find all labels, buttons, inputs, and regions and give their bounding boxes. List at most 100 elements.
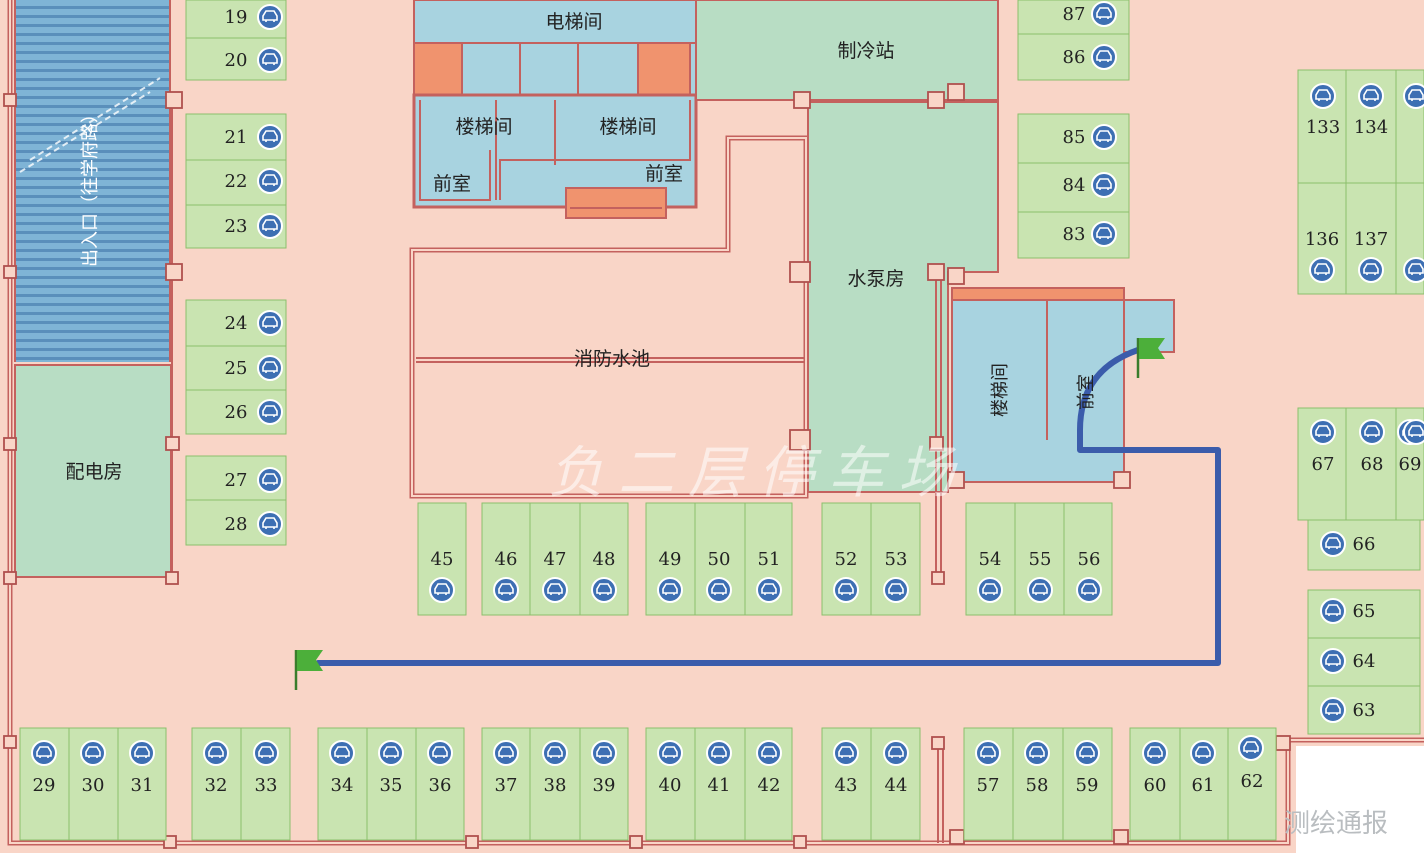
parking-space-number[interactable]: 85 bbox=[1063, 127, 1086, 148]
parking-car-icon bbox=[1074, 740, 1100, 766]
parking-car-icon bbox=[429, 577, 455, 603]
parking-space-number[interactable]: 52 bbox=[835, 549, 858, 570]
parking-space-number[interactable]: 65 bbox=[1353, 601, 1376, 622]
parking-space-number[interactable]: 32 bbox=[205, 775, 228, 796]
parking-space-number[interactable]: 19 bbox=[225, 7, 248, 28]
parking-space-number[interactable]: 34 bbox=[331, 775, 354, 796]
parking-space-number[interactable]: 26 bbox=[225, 402, 248, 423]
parking-car-icon bbox=[542, 577, 568, 603]
parking-space-number[interactable]: 46 bbox=[495, 549, 518, 570]
parking-car-icon bbox=[591, 740, 617, 766]
parking-space-number[interactable]: 87 bbox=[1063, 4, 1086, 25]
parking-car-icon bbox=[756, 577, 782, 603]
parking-space-number[interactable]: 50 bbox=[708, 549, 731, 570]
parking-space-number[interactable]: 84 bbox=[1063, 175, 1086, 196]
room-label-ramp: 出入口（往学府路） bbox=[80, 105, 101, 267]
parking-space-number[interactable]: 27 bbox=[225, 470, 248, 491]
parking-space-number[interactable]: 45 bbox=[431, 549, 454, 570]
parking-space-number[interactable]: 29 bbox=[33, 775, 56, 796]
parking-space-number[interactable]: 35 bbox=[380, 775, 403, 796]
perimeter-walls bbox=[7, 0, 1424, 846]
parking-space-number[interactable]: 41 bbox=[708, 775, 731, 796]
parking-spaces: 19 20 21 22 23 24 25 26 27 28 87 86 85 84 83 66 65 64 63 45… bbox=[31, 1, 1424, 796]
parking-space-number[interactable]: 42 bbox=[758, 775, 781, 796]
parking-space-number[interactable]: 20 bbox=[225, 50, 248, 71]
parking-space-number[interactable]: 86 bbox=[1063, 47, 1086, 68]
parking-space-number[interactable]: 59 bbox=[1076, 775, 1099, 796]
parking-space-number[interactable]: 137 bbox=[1354, 229, 1388, 250]
room-label-refrigeration: 制冷站 bbox=[837, 40, 894, 62]
parking-car-icon bbox=[257, 355, 283, 381]
parking-car-icon bbox=[1190, 740, 1216, 766]
parking-space-number[interactable]: 136 bbox=[1305, 229, 1339, 250]
parking-car-icon bbox=[1358, 83, 1384, 109]
parking-space-number[interactable]: 36 bbox=[429, 775, 452, 796]
parking-car-icon bbox=[493, 577, 519, 603]
parking-space-number[interactable]: 49 bbox=[659, 549, 682, 570]
parking-space-number[interactable]: 69 bbox=[1399, 454, 1422, 475]
room-label-anteroom-left: 前室 bbox=[433, 173, 471, 195]
start-flag-icon[interactable] bbox=[294, 650, 323, 690]
parking-car-icon bbox=[257, 4, 283, 30]
partition-wall bbox=[935, 275, 942, 580]
parking-car-icon bbox=[1091, 44, 1117, 70]
parking-space-number[interactable]: 53 bbox=[885, 549, 908, 570]
parking-car-icon bbox=[756, 740, 782, 766]
parking-car-icon bbox=[1403, 257, 1424, 283]
parking-space-number[interactable]: 67 bbox=[1312, 454, 1335, 475]
parking-space-number[interactable]: 58 bbox=[1026, 775, 1049, 796]
parking-space-number[interactable]: 39 bbox=[593, 775, 616, 796]
parking-space-number[interactable]: 64 bbox=[1353, 651, 1376, 672]
power-room bbox=[14, 364, 172, 578]
parking-car-icon bbox=[1320, 648, 1346, 674]
parking-space-number[interactable]: 38 bbox=[544, 775, 567, 796]
parking-car-icon bbox=[1309, 257, 1335, 283]
parking-space-number[interactable]: 24 bbox=[225, 313, 248, 334]
parking-car-icon bbox=[833, 740, 859, 766]
parking-car-icon bbox=[1238, 735, 1264, 761]
parking-space-number[interactable]: 25 bbox=[225, 358, 248, 379]
room-label-elevator: 电梯间 bbox=[545, 11, 602, 33]
parking-space-number[interactable]: 55 bbox=[1029, 549, 1052, 570]
parking-space-number[interactable]: 30 bbox=[82, 775, 105, 796]
parking-space-number[interactable]: 51 bbox=[758, 549, 781, 570]
parking-space-number[interactable]: 40 bbox=[659, 775, 682, 796]
navigation-route bbox=[315, 347, 1221, 666]
parking-space-number[interactable]: 83 bbox=[1063, 224, 1086, 245]
parking-space-number[interactable]: 23 bbox=[225, 216, 248, 237]
parking-space-number[interactable]: 43 bbox=[835, 775, 858, 796]
parking-space-number[interactable]: 57 bbox=[977, 775, 1000, 796]
stair-core-top bbox=[412, 0, 731, 219]
parking-space-number[interactable]: 21 bbox=[225, 127, 248, 148]
parking-space-number[interactable]: 61 bbox=[1192, 775, 1215, 796]
parking-space-number[interactable]: 37 bbox=[495, 775, 518, 796]
parking-space-number[interactable]: 47 bbox=[544, 549, 567, 570]
room-label-stair-left: 楼梯间 bbox=[455, 116, 512, 138]
parking-space-number[interactable]: 60 bbox=[1144, 775, 1167, 796]
parking-space-number[interactable]: 62 bbox=[1241, 771, 1264, 792]
parking-space-number[interactable]: 44 bbox=[885, 775, 908, 796]
parking-car-icon bbox=[1320, 598, 1346, 624]
parking-car-icon bbox=[883, 577, 909, 603]
parking-space-number[interactable]: 54 bbox=[979, 549, 1002, 570]
parking-space-number[interactable]: 31 bbox=[131, 775, 154, 796]
parking-space-number[interactable]: 22 bbox=[225, 171, 248, 192]
refrigeration-room bbox=[695, 0, 999, 101]
parking-car-icon bbox=[542, 740, 568, 766]
space-dividers bbox=[68, 33, 1424, 840]
parking-space-number[interactable]: 133 bbox=[1306, 117, 1340, 138]
parking-car-icon bbox=[657, 740, 683, 766]
parking-space-number[interactable]: 48 bbox=[593, 549, 616, 570]
parking-space-number[interactable]: 28 bbox=[225, 514, 248, 535]
parking-space-number[interactable]: 68 bbox=[1361, 454, 1384, 475]
parking-car-icon bbox=[706, 740, 732, 766]
parking-space-number[interactable]: 134 bbox=[1354, 117, 1388, 138]
parking-space-number[interactable]: 56 bbox=[1078, 549, 1101, 570]
parking-space-number[interactable]: 66 bbox=[1353, 534, 1376, 555]
parking-space-number[interactable]: 33 bbox=[255, 775, 278, 796]
parking-car-icon bbox=[427, 740, 453, 766]
end-flag-icon[interactable] bbox=[1136, 338, 1165, 378]
fire-pool bbox=[409, 135, 809, 499]
parking-space-number[interactable]: 63 bbox=[1353, 700, 1376, 721]
